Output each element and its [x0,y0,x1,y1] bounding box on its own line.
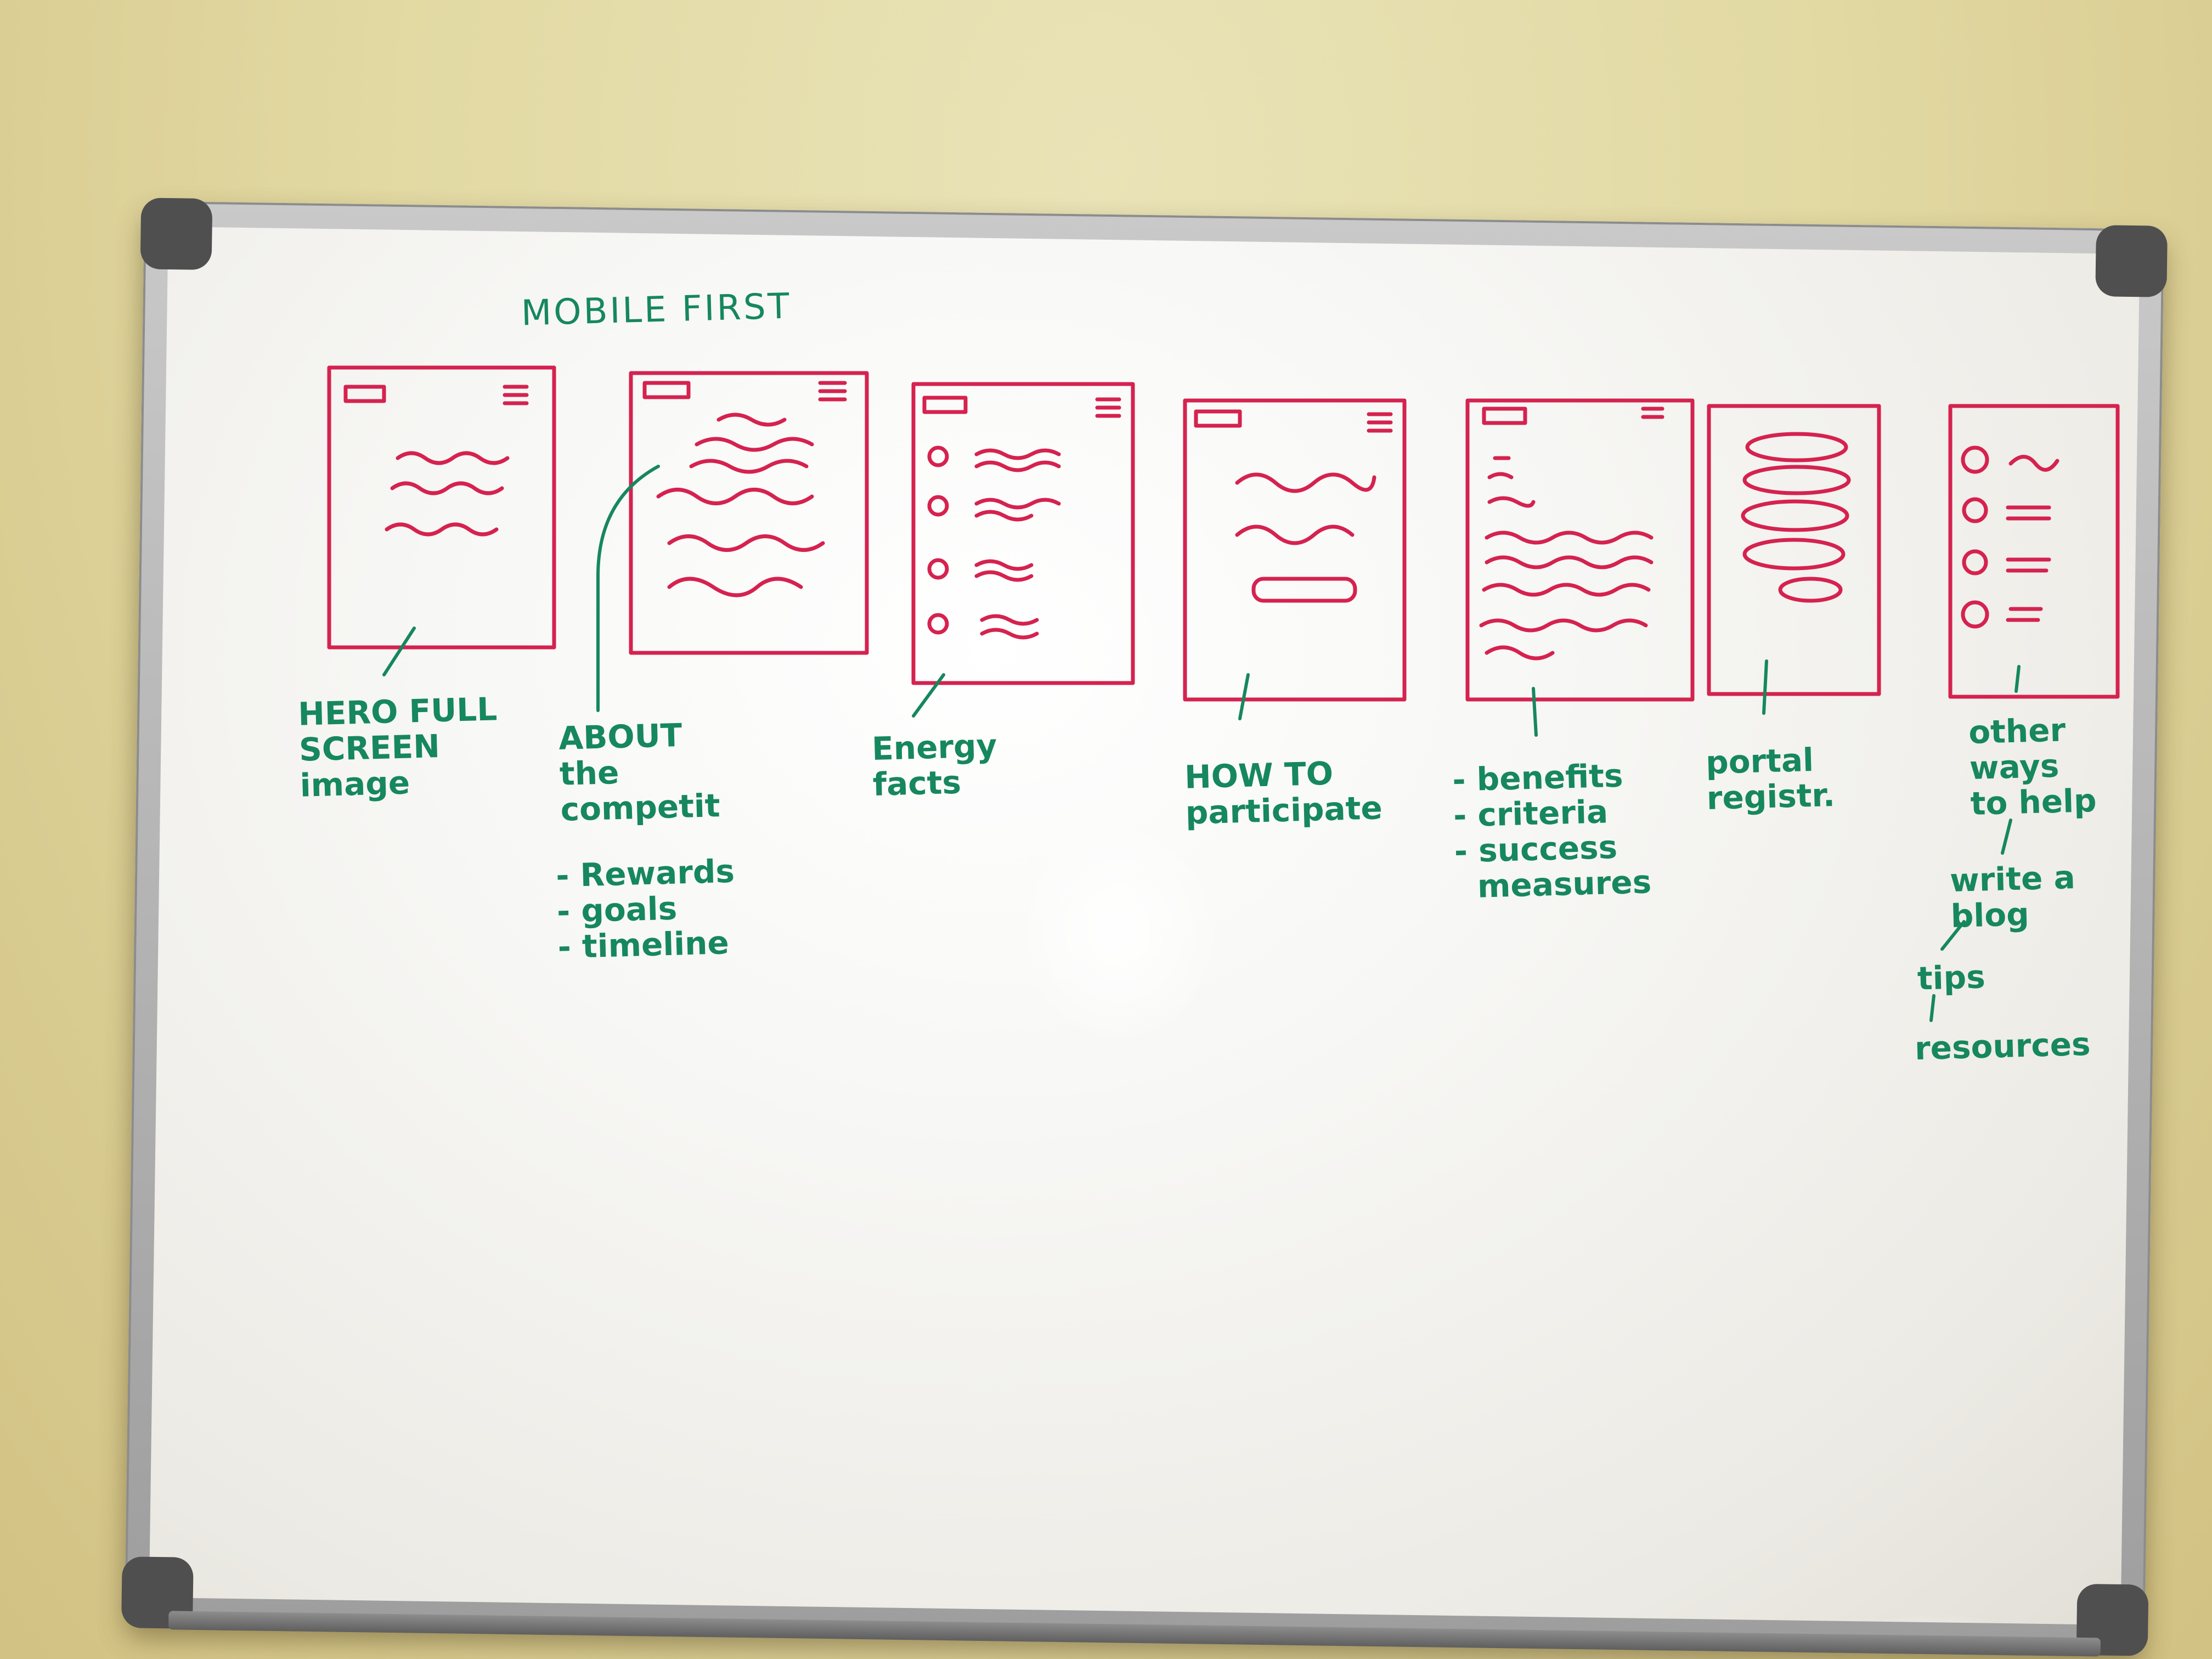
note-tips: tips [1917,958,1986,997]
wireframe-benefits [1465,398,1695,702]
note-benefits-list: - benefits - criteria - success measures [1452,757,1652,906]
wireframe-portal [1707,404,1881,696]
note-about-the-competition: ABOUT the competit [558,716,721,828]
wireframe-other [1948,404,2120,699]
note-energy-facts: Energy facts [871,727,998,803]
board-title: MOBILE FIRST [521,286,792,334]
annotation-connectors [382,465,2021,1022]
wireframe-hero [327,365,556,650]
note-how-to-participate: HOW TO participate [1184,754,1383,832]
note-write-a-blog: write a blog [1949,859,2076,935]
wireframe-how-to [1183,398,1407,702]
wireframe-energy [911,382,1135,685]
note-resources: resources [1914,1025,2091,1068]
note-portal-registration: portal registr. [1705,741,1836,817]
wireframe-about [629,371,869,655]
note-hero-full-screen-image: HERO FULL SCREEN image [297,690,498,804]
note-other-ways-to-help: other ways to help [1968,711,2097,822]
note-about-list: - Rewards - goals - timeline [555,852,735,966]
